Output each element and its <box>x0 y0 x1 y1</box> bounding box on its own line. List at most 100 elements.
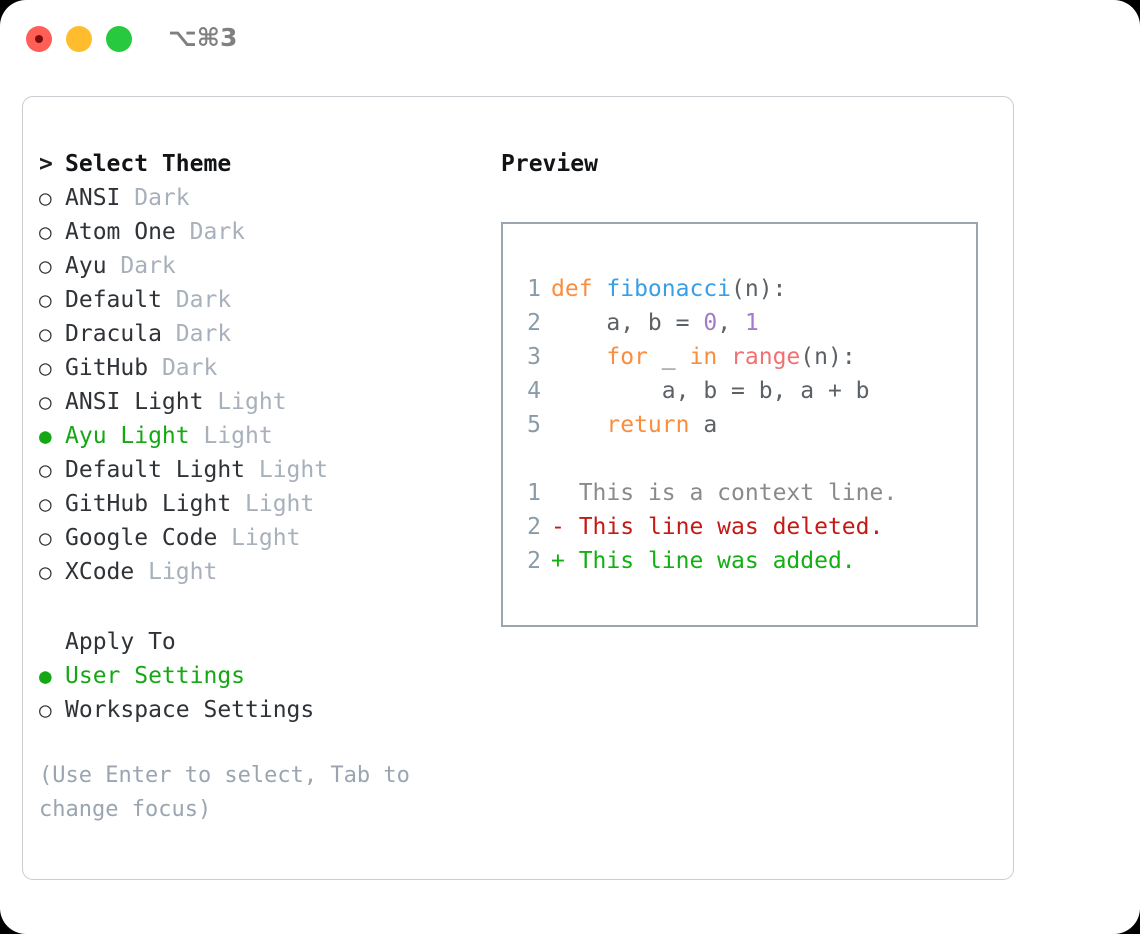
theme-name: GitHub <box>65 355 149 381</box>
code-token <box>551 340 606 374</box>
theme-list-item[interactable]: ○ Default Dark <box>39 287 479 321</box>
code-token: a, b = b, a + b <box>551 378 870 404</box>
code-token: (n): <box>731 276 787 302</box>
code-token <box>551 408 606 442</box>
line-number: 5 <box>527 412 541 438</box>
code-token <box>717 340 731 374</box>
radio-selected-icon[interactable]: ● <box>39 424 52 448</box>
theme-name: Ayu <box>65 253 107 279</box>
code-token: 0 <box>703 310 718 336</box>
diff-line: 1 This is a context line. <box>511 476 897 510</box>
spacer <box>39 593 479 629</box>
apply-to-label: Workspace Settings <box>65 697 315 723</box>
diff-text: This is a context line. <box>578 480 898 506</box>
title-bar: ⌥⌘3 <box>0 0 1140 78</box>
theme-name: Ayu Light <box>65 423 190 449</box>
theme-name: ANSI Light <box>65 389 204 415</box>
apply-to-label: User Settings <box>65 663 246 689</box>
code-token: 1 <box>744 310 759 336</box>
radio-unselected-icon[interactable]: ○ <box>39 254 52 278</box>
code-token: a <box>689 412 718 438</box>
theme-list-item[interactable]: ○ANSI Dark <box>39 185 479 219</box>
theme-name: Default Light <box>65 457 246 483</box>
code-token: a, b = <box>551 310 704 336</box>
diff-line: 2+ This line was added. <box>511 544 897 578</box>
line-number: 2 <box>527 548 541 574</box>
theme-list-item[interactable]: ○Ayu Dark <box>39 253 479 287</box>
radio-unselected-icon[interactable]: ○ <box>39 220 52 244</box>
theme-variant-badge: Light <box>203 389 287 415</box>
line-number: 2 <box>527 514 541 540</box>
radio-unselected-icon[interactable]: ○ <box>39 356 52 380</box>
diff-sign: - <box>551 514 579 540</box>
window-minimize-button[interactable] <box>66 26 92 52</box>
preview-title: Preview <box>501 151 598 177</box>
code-line: 4 a, b = b, a + b <box>511 374 897 408</box>
theme-name: GitHub Light <box>65 491 232 517</box>
radio-unselected-icon[interactable]: ○ <box>39 322 52 346</box>
radio-unselected-icon[interactable]: ○ <box>39 288 52 312</box>
theme-variant-badge: Dark <box>148 355 218 381</box>
theme-list-item[interactable]: ○Dracula Dark <box>39 321 479 355</box>
theme-name: XCode <box>65 559 135 585</box>
theme-variant-badge: Light <box>217 525 301 551</box>
apply-to-list: ● User Settings ○ Workspace Settings <box>39 663 479 731</box>
code-token: , <box>717 310 745 336</box>
theme-variant-badge: Dark <box>161 287 232 313</box>
diff-sign <box>551 476 579 510</box>
radio-unselected-icon[interactable]: ○ <box>39 526 52 550</box>
theme-list-item[interactable]: ○ Google Code Light <box>39 525 479 559</box>
keyboard-shortcut-label: ⌥⌘3 <box>168 23 238 52</box>
theme-list-item[interactable]: ○ ANSI Light Light <box>39 389 479 423</box>
theme-list-item[interactable]: ○ GitHub Dark <box>39 355 479 389</box>
theme-picker: > Select Theme ○ANSI Dark○Atom One Dark○… <box>39 151 479 827</box>
code-token: for <box>606 344 648 370</box>
code-token: def <box>551 276 607 302</box>
line-number: 3 <box>527 344 541 370</box>
theme-list-item[interactable]: ○ XCode Light <box>39 559 479 593</box>
apply-to-item[interactable]: ● User Settings <box>39 663 479 697</box>
diff-line: 2- This line was deleted. <box>511 510 897 544</box>
line-number: 1 <box>527 480 541 506</box>
theme-list-item[interactable]: ○GitHub Light Light <box>39 491 479 525</box>
code-token: return <box>606 412 690 438</box>
theme-variant-badge: Dark <box>161 321 232 347</box>
theme-variant-badge: Light <box>189 423 273 449</box>
radio-unselected-icon[interactable]: ○ <box>39 186 52 210</box>
theme-list: ○ANSI Dark○Atom One Dark○Ayu Dark○Defaul… <box>39 185 479 593</box>
theme-name: Default <box>65 287 162 313</box>
radio-unselected-icon[interactable]: ○ <box>39 458 52 482</box>
theme-variant-badge: Light <box>134 559 218 585</box>
window-maximize-button[interactable] <box>106 26 132 52</box>
theme-list-item[interactable]: ○Default Light Light <box>39 457 479 491</box>
radio-unselected-icon[interactable]: ○ <box>39 390 52 414</box>
radio-unselected-icon[interactable]: ○ <box>39 492 52 516</box>
code-token: _ <box>647 344 690 370</box>
code-line: 5 return a <box>511 408 897 442</box>
theme-name: Google Code <box>65 525 218 551</box>
theme-variant-badge: Dark <box>120 185 190 211</box>
line-number: 4 <box>527 378 541 404</box>
theme-name: Atom One <box>65 219 176 245</box>
code-token: (n): <box>800 344 856 370</box>
theme-picker-title: Select Theme <box>65 151 232 177</box>
content-panel: > Select Theme ○ANSI Dark○Atom One Dark○… <box>22 96 1014 880</box>
line-number: 2 <box>527 310 541 336</box>
theme-variant-badge: Dark <box>175 219 246 245</box>
code-token: range <box>731 344 801 370</box>
apply-to-item[interactable]: ○ Workspace Settings <box>39 697 479 731</box>
theme-list-item[interactable]: ○ Atom One Dark <box>39 219 479 253</box>
code-line: 3 for _ in range(n): <box>511 340 897 374</box>
radio-unselected-icon[interactable]: ○ <box>39 560 52 584</box>
code-token: fibonacci <box>606 276 732 302</box>
window-close-button[interactable] <box>26 26 52 52</box>
theme-list-item[interactable]: ● Ayu Light Light <box>39 423 479 457</box>
apply-to-header: ○ Apply To <box>39 629 479 663</box>
radio-unselected-icon[interactable]: ○ <box>39 698 52 722</box>
radio-selected-icon[interactable]: ● <box>39 664 52 688</box>
theme-picker-header: > Select Theme <box>39 151 479 185</box>
